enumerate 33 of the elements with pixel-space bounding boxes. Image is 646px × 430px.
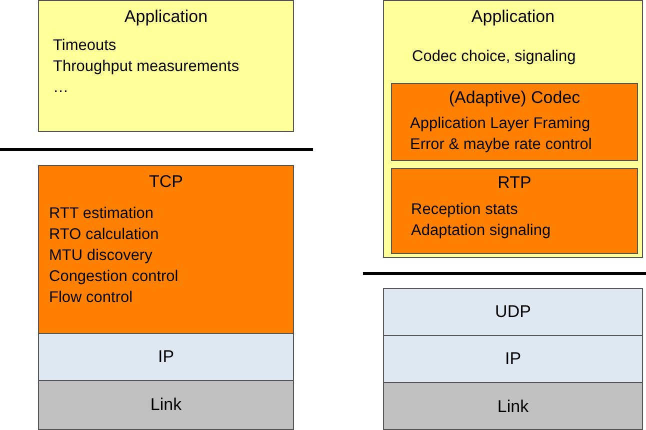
codec-layer-box — [391, 83, 638, 161]
function-text: MTU discovery — [49, 246, 152, 266]
tcp-layer-box — [38, 165, 294, 334]
function-text: … — [53, 78, 68, 98]
layer-title: Application — [123, 7, 209, 27]
layer-title: Link — [149, 395, 183, 415]
ip-layer-box — [383, 335, 643, 383]
function-text: Flow control — [49, 288, 133, 308]
udp-layer-box — [383, 288, 643, 336]
function-text: Error & maybe rate control — [410, 135, 592, 155]
function-text: Throughput measurements — [53, 57, 240, 77]
function-text: Application Layer Framing — [410, 114, 590, 134]
application-layer-box — [383, 0, 643, 258]
layer-title: RTP — [496, 173, 532, 193]
function-text: Timeouts — [53, 36, 116, 56]
layer-title: IP — [156, 347, 176, 367]
ip-layer-box — [38, 333, 294, 381]
function-text: Codec choice, signaling — [412, 47, 576, 67]
function-text: Reception stats — [411, 200, 518, 220]
layer-title: UDP — [494, 302, 532, 322]
layer-title: Application — [470, 7, 556, 27]
function-text: Adaptation signaling — [411, 221, 551, 241]
rtp-layer-box — [391, 168, 638, 254]
layer-title: IP — [504, 349, 522, 369]
function-text: Congestion control — [49, 267, 178, 287]
layer-title: Link — [496, 397, 530, 417]
link-layer-box — [38, 380, 294, 430]
application-layer-box — [38, 0, 294, 132]
function-text: RTO calculation — [49, 225, 159, 245]
layer-title: (Adaptive) Codec — [448, 88, 582, 108]
layer-title: TCP — [148, 172, 184, 192]
function-text: RTT estimation — [49, 204, 154, 224]
link-layer-box — [383, 382, 643, 430]
